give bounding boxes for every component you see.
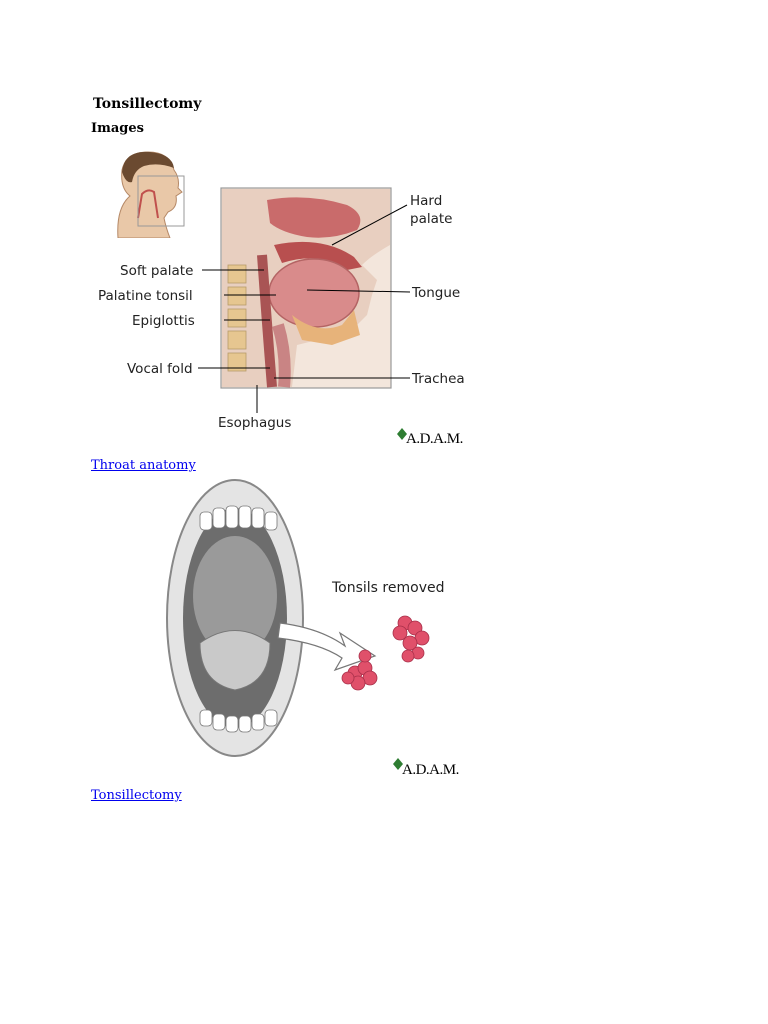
label-tonsils-removed: Tonsils removed <box>331 580 444 596</box>
label-tongue: Tongue <box>411 285 460 301</box>
label-esophagus: Esophagus <box>218 415 291 431</box>
tongue-shape <box>268 258 360 328</box>
removed-tonsils <box>341 615 430 691</box>
label-soft-palate: Soft palate <box>120 263 193 279</box>
adam-logo-text: A.D.A.M. <box>406 431 463 447</box>
tonsillectomy-figure: Tonsils removed A.D.A.M. <box>166 479 459 778</box>
link-tonsillectomy[interactable]: Tonsillectomy <box>91 788 182 803</box>
label-hard-palate-line2: palate <box>410 211 452 227</box>
adam-logo: A.D.A.M. <box>393 758 459 778</box>
section-heading-images: Images <box>91 121 144 136</box>
label-epiglottis: Epiglottis <box>132 313 195 329</box>
adam-logo-text: A.D.A.M. <box>402 762 459 778</box>
label-trachea: Trachea <box>411 371 465 387</box>
label-vocal-fold: Vocal fold <box>127 361 193 377</box>
label-palatine-tonsil: Palatine tonsil <box>98 288 193 304</box>
head-thumbnail-image <box>117 151 185 238</box>
label-hard-palate-line1: Hard <box>410 193 442 209</box>
adam-logo: A.D.A.M. <box>397 428 463 447</box>
link-throat-anatomy[interactable]: Throat anatomy <box>91 458 196 473</box>
arrow-shape <box>277 622 377 672</box>
throat-anatomy-figure: Soft palate Palatine tonsil Epiglottis V… <box>98 187 465 447</box>
document-title: Tonsillectomy <box>93 96 202 112</box>
